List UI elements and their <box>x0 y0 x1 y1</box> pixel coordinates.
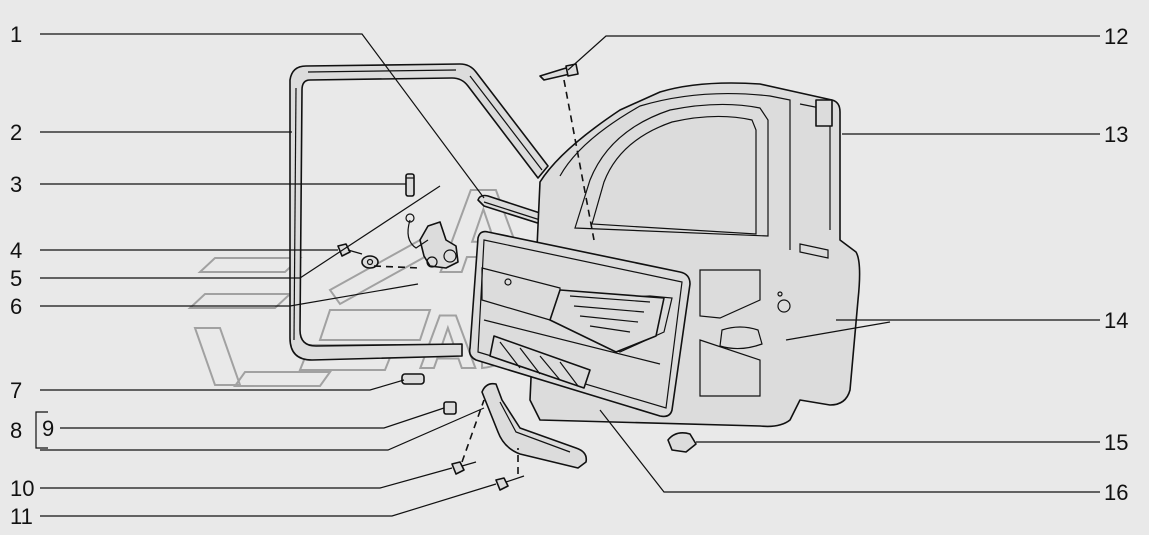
plug-part-7 <box>401 373 425 385</box>
clip-part-15 <box>667 432 697 453</box>
door-pocket <box>549 289 665 353</box>
callout-7: 7 <box>10 378 22 403</box>
callout-4: 4 <box>10 238 22 263</box>
callout-3: 3 <box>10 172 22 197</box>
callout-11: 11 <box>10 504 33 529</box>
watermark-emblem <box>187 238 432 387</box>
assembly-lines <box>373 79 595 474</box>
callout-10: 10 <box>10 476 34 501</box>
callout-9: 9 <box>42 416 54 441</box>
callout-2: 2 <box>10 120 22 145</box>
armrest-recess <box>489 335 591 389</box>
callout-1: 1 <box>10 22 22 47</box>
armrest-handle <box>481 382 588 469</box>
callout-15: 15 <box>1104 430 1128 455</box>
lock-bracket <box>405 213 459 269</box>
leader-lines <box>35 33 1100 517</box>
callout-12: 12 <box>1104 24 1128 49</box>
screw-part-11 <box>495 475 525 491</box>
pin-part-12 <box>539 63 579 81</box>
callout-5: 5 <box>10 266 22 291</box>
door-seal <box>289 63 549 361</box>
screw-part-10 <box>451 461 477 475</box>
callout-13: 13 <box>1104 122 1128 147</box>
pin-part-3 <box>405 173 415 197</box>
callout-6: 6 <box>10 294 22 319</box>
callout-14: 14 <box>1104 308 1128 333</box>
cap-part-9 <box>443 401 457 415</box>
callout-16: 16 <box>1104 480 1128 505</box>
washer-part-5 <box>361 255 379 269</box>
callout-8: 8 <box>10 418 22 443</box>
door-top-latch <box>815 99 833 127</box>
callout-labels: 1 2 3 4 5 6 7 8 9 10 11 12 13 14 15 16 <box>10 22 1128 529</box>
door-trim-panel <box>468 230 691 418</box>
